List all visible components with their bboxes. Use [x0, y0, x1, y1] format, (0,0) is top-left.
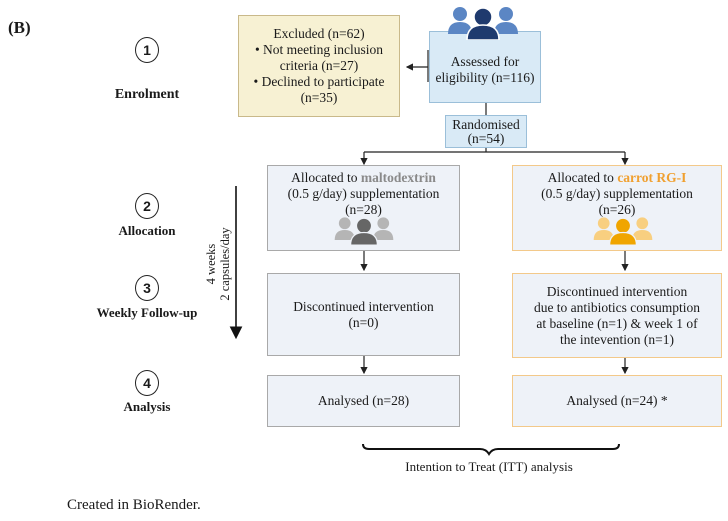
- excluded-title: Excluded (n=62): [273, 26, 365, 41]
- allocation-prefix: Allocated to: [291, 170, 361, 185]
- people-group-icon: [593, 217, 653, 246]
- step-1-badge: 1: [135, 37, 159, 63]
- allocation-count: (n=26): [598, 202, 636, 217]
- followup-line: Discontinued intervention: [293, 298, 434, 314]
- footer-credit: Created in BioRender.: [67, 497, 201, 513]
- excluded-bullet-2: • Declined to participate: [253, 74, 385, 89]
- step-4-badge: 4: [135, 370, 159, 396]
- allocation-prefix: Allocated to: [547, 170, 618, 185]
- excluded-box: Excluded (n=62) • Not meeting inclusion …: [238, 15, 400, 117]
- timeline-label: 4 weeks 2 capsules/day: [204, 214, 232, 314]
- product-name-maltodextrin: maltodextrin: [360, 170, 436, 185]
- allocation-box-carrot-rg1: Allocated to carrot RG-I (0.5 g/day) sup…: [512, 165, 722, 251]
- assessed-line1: Assessed for: [450, 54, 520, 69]
- assessed-line2: eligibility (n=116): [435, 70, 535, 85]
- randomised-line2: (n=54): [467, 130, 505, 146]
- excluded-bullet-1: • Not meeting inclusion: [254, 42, 384, 57]
- followup-line: at baseline (n=1) & week 1 of: [536, 315, 698, 331]
- assessed-box: Assessed for eligibility (n=116): [429, 31, 541, 103]
- panel-label: (B): [8, 18, 31, 37]
- step-3-badge: 3: [135, 275, 159, 301]
- allocation-line1: Allocated to maltodextrin: [291, 170, 436, 186]
- followup-line: due to antibiotics consumption: [533, 299, 701, 315]
- followup-box-carrot-rg1: Discontinued intervention due to antibio…: [512, 273, 722, 358]
- timeline-duration: 4 weeks: [204, 243, 218, 285]
- itt-brace: [362, 443, 620, 456]
- randomised-box: Randomised (n=54): [445, 115, 527, 148]
- allocation-dose: (0.5 g/day) supplementation: [287, 186, 440, 201]
- step-4-label: Analysis: [123, 399, 171, 414]
- step-2-badge: 2: [135, 193, 159, 219]
- step-2-label: Allocation: [118, 223, 176, 238]
- step-1-label: Enrolment: [114, 87, 180, 102]
- followup-line: (n=0): [348, 314, 379, 330]
- excluded-bullet-1-cont: criteria (n=27): [279, 58, 359, 73]
- timeline-dosage: 2 capsules/day: [218, 227, 232, 301]
- followup-box-maltodextrin: Discontinued intervention (n=0): [267, 273, 460, 356]
- analysis-count: Analysed (n=24) *: [566, 393, 668, 408]
- people-group-icon: [448, 7, 518, 40]
- randomised-line1: Randomised: [452, 116, 520, 132]
- people-group-icon: [334, 217, 394, 246]
- analysis-count: Analysed (n=28): [317, 393, 410, 408]
- allocation-count: (n=28): [345, 202, 382, 217]
- analysis-box-carrot-rg1: Analysed (n=24) *: [512, 375, 722, 427]
- followup-line: Discontinued intervention: [546, 283, 688, 299]
- allocation-dose: (0.5 g/day) supplementation: [541, 186, 693, 201]
- product-name-carrot-rg1: carrot RG-I: [617, 170, 687, 185]
- analysis-box-maltodextrin: Analysed (n=28): [267, 375, 460, 427]
- excluded-bullet-2-cont: (n=35): [300, 90, 338, 105]
- step-3-label: Weekly Follow-up: [96, 305, 198, 320]
- followup-line: the intevention (n=1): [559, 331, 675, 347]
- itt-label: Intention to Treat (ITT) analysis: [405, 459, 573, 474]
- allocation-line1: Allocated to carrot RG-I: [548, 170, 687, 186]
